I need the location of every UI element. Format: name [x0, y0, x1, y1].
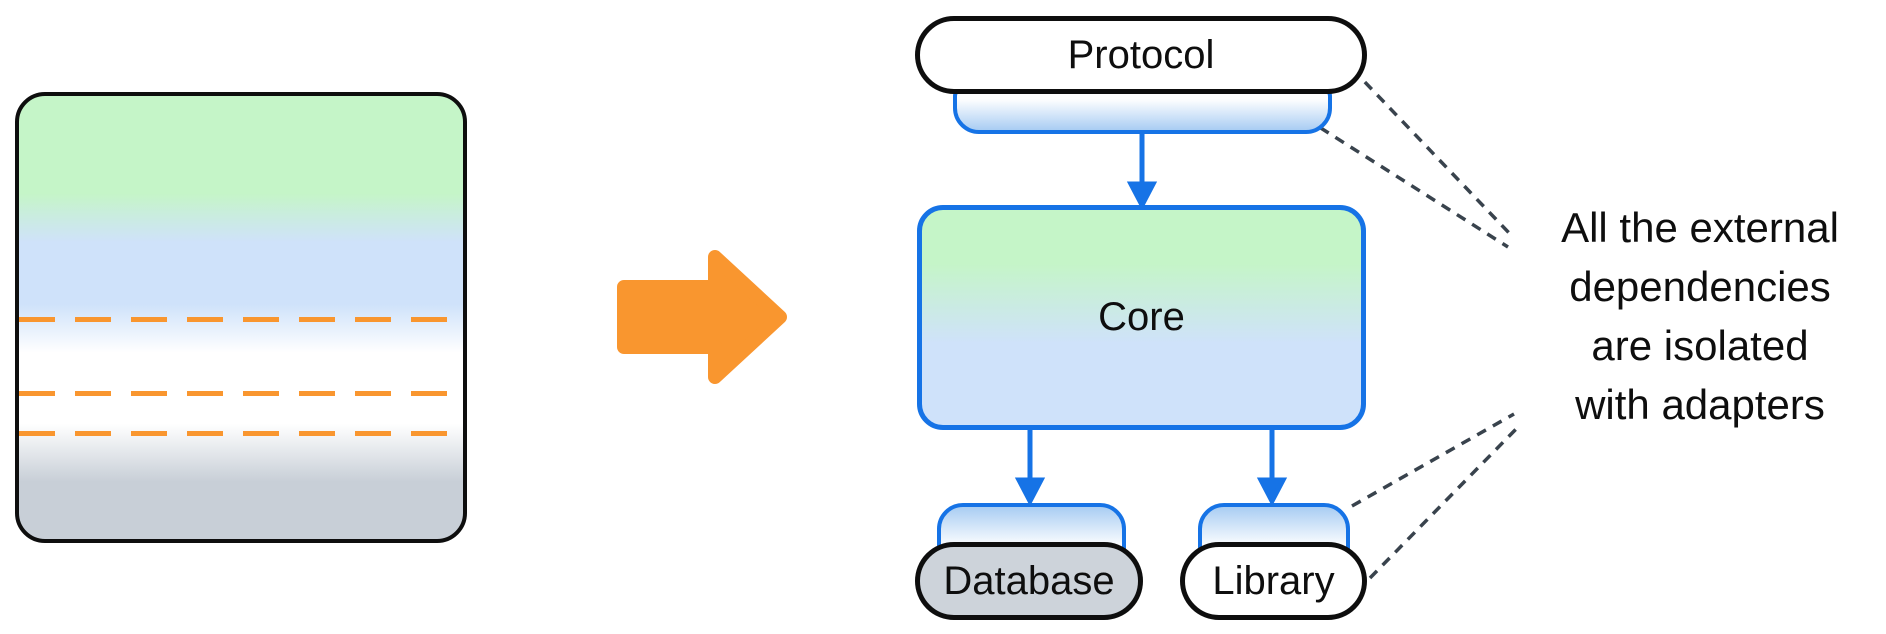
layer-divider-line [19, 391, 463, 396]
callout-text: All the external dependencies are isolat… [1516, 198, 1884, 434]
callout-text-line: All the external [1561, 204, 1839, 251]
callout-text-line: with adapters [1575, 381, 1825, 428]
callout-text-line: are isolated [1591, 322, 1809, 369]
arrowhead-icon [1126, 181, 1158, 211]
arrowhead-icon [1256, 477, 1288, 507]
protocol-node: Protocol [915, 16, 1367, 94]
core-node: Core [917, 205, 1366, 430]
database-node-label: Database [943, 559, 1115, 603]
library-node: Library [1180, 542, 1367, 620]
core-node-label: Core [1098, 295, 1185, 339]
protocol-adapter [953, 88, 1332, 134]
callout-dashed-line-adapter-lib [1351, 412, 1515, 508]
monolith-square [15, 92, 467, 543]
callout-text-line: dependencies [1569, 263, 1831, 310]
callout-dashed-line-library [1368, 423, 1522, 580]
callout-dashed-line-protocol [1338, 54, 1514, 238]
right-arrow-shape [617, 250, 787, 384]
library-node-label: Library [1212, 559, 1335, 603]
database-node: Database [915, 542, 1143, 620]
layer-divider-line [19, 431, 463, 436]
arrowhead-icon [1014, 477, 1046, 507]
protocol-node-label: Protocol [1067, 33, 1215, 77]
layer-divider-line [19, 317, 463, 322]
